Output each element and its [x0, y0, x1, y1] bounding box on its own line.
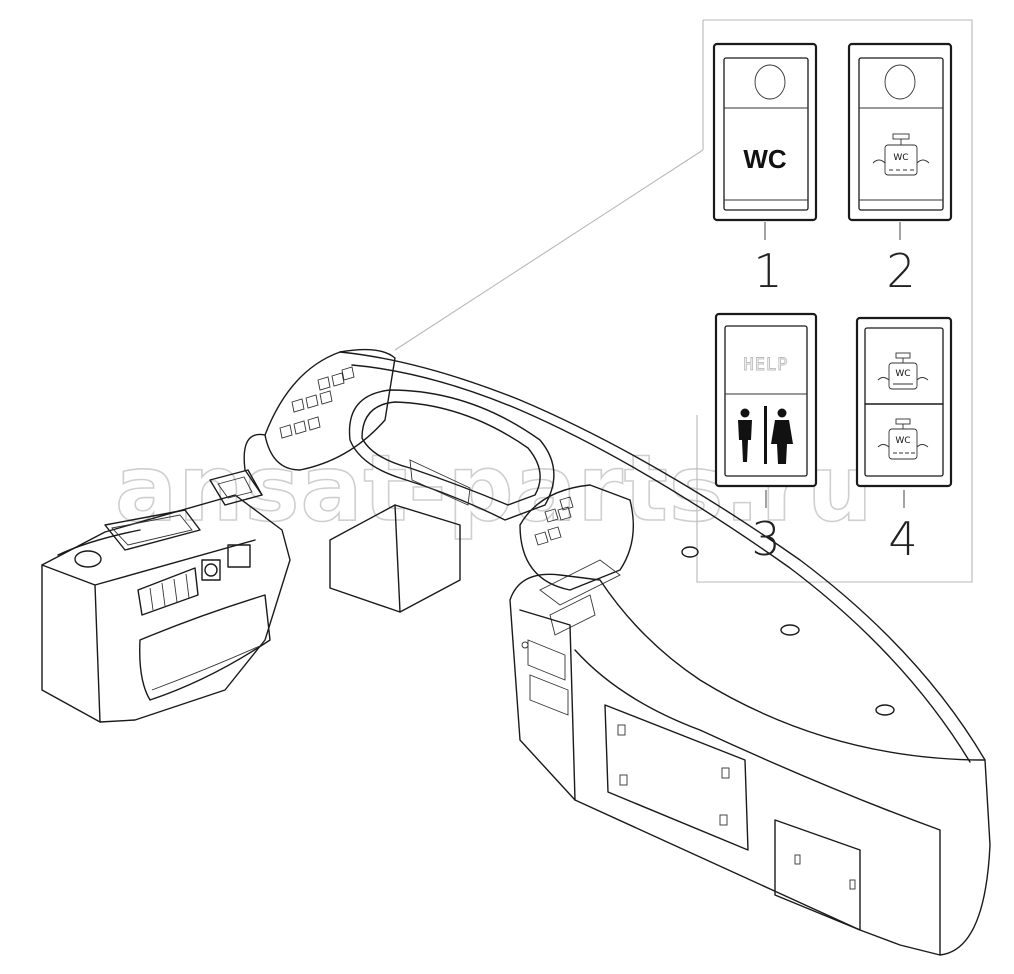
switch-4-top-label: WC — [895, 369, 910, 379]
detail-box — [394, 19, 973, 583]
switch-2-label: WC — [893, 153, 908, 163]
callout-4: 4 — [888, 512, 917, 566]
wc-flush-icon: WC — [877, 352, 929, 390]
switch-1: WC — [712, 42, 818, 222]
switch-2: WC — [847, 42, 953, 222]
leader-line — [394, 149, 704, 351]
wc-flush-icon: WC — [872, 133, 930, 176]
callout-3: 3 — [751, 512, 780, 566]
left-switch-cluster — [279, 366, 355, 439]
indicator-lamp-icon — [884, 64, 916, 100]
switch-1-label: WC — [743, 144, 787, 174]
callout-2: 2 — [886, 244, 915, 298]
switch-3: HELP — [714, 312, 818, 488]
wc-flush-icon: WC — [877, 418, 929, 460]
switch-4: WC WC — [855, 316, 953, 488]
callout-1: 1 — [753, 244, 782, 298]
restroom-people-icon — [738, 406, 793, 464]
switch-3-label: HELP — [744, 355, 789, 375]
switch-4-bottom-label: WC — [895, 436, 910, 446]
right-switch-cluster — [534, 496, 574, 546]
dashboard-drawing — [41, 348, 991, 956]
indicator-lamp-icon — [754, 64, 786, 100]
